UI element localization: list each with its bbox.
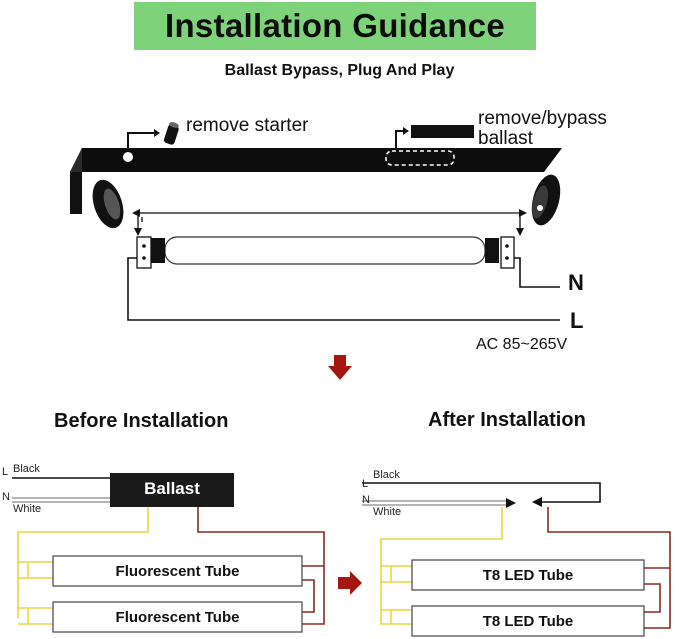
neutral-label: N	[568, 270, 584, 295]
left-socket-icon	[92, 179, 124, 229]
after-wire-l-color: Black	[373, 469, 400, 481]
after-heading: After Installation	[428, 409, 586, 431]
after-wire-n: N	[362, 494, 370, 506]
after-wire-n-color: White	[373, 506, 402, 518]
right-arrow-icon	[338, 571, 362, 595]
before-tube-2-label: Fluorescent Tube	[115, 609, 240, 626]
live-label: L	[570, 308, 584, 333]
after-wiring	[362, 482, 671, 637]
before-tube-1-label: Fluorescent Tube	[115, 563, 240, 580]
down-arrow-icon	[328, 355, 352, 380]
led-tube-icon	[151, 236, 499, 265]
remove-bypass-label: remove/bypass	[478, 108, 607, 129]
voltage-label: AC 85~265V	[476, 336, 568, 353]
page-subtitle: Ballast Bypass, Plug And Play	[224, 62, 455, 79]
insert-arrows	[137, 212, 521, 229]
after-wire-l: L	[362, 478, 369, 490]
before-heading: Before Installation	[54, 410, 229, 432]
right-socket-icon	[531, 174, 561, 226]
remove-starter-label: remove starter	[186, 115, 309, 136]
before-wire-l: L	[2, 466, 9, 478]
after-tube-1-label: T8 LED Tube	[482, 567, 574, 584]
ballast-outline-icon	[385, 127, 455, 166]
before-wire-n: N	[2, 491, 10, 503]
ballast-box	[110, 473, 234, 507]
starter-icon	[163, 122, 179, 145]
power-wires	[127, 257, 560, 321]
left-terminal-icon	[136, 236, 152, 269]
fixture-housing	[70, 148, 562, 214]
title-banner	[134, 2, 536, 50]
page-title: Installation Guidance	[164, 7, 506, 44]
before-wiring	[12, 473, 325, 633]
starter-hole-icon	[123, 129, 160, 162]
before-wire-l-color: Black	[13, 463, 40, 475]
removed-ballast-icon	[411, 125, 474, 138]
before-wire-n-color: White	[13, 503, 42, 515]
right-terminal-icon	[500, 236, 515, 269]
ballast-label-top: ballast	[478, 128, 533, 149]
ballast-box-label: Ballast	[144, 479, 200, 498]
after-tube-2-label: T8 LED Tube	[482, 613, 574, 630]
